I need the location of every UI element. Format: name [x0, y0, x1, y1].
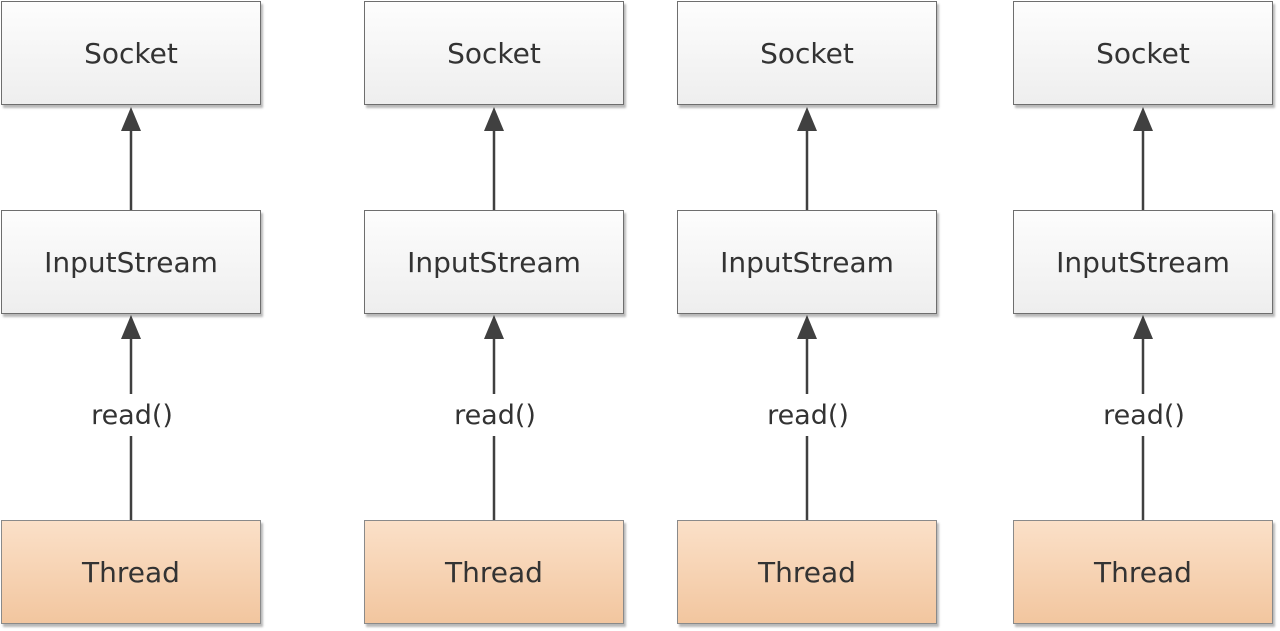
inputstream-label: InputStream [720, 245, 894, 279]
socket-box: Socket [1013, 1, 1273, 105]
arrowhead-inputstream [121, 315, 141, 339]
arrowhead-socket [121, 107, 141, 131]
inputstream-box: InputStream [1013, 210, 1273, 314]
socket-box: Socket [677, 1, 937, 105]
thread-box: Thread [364, 520, 624, 624]
thread-label: Thread [758, 555, 856, 589]
inputstream-box: InputStream [1, 210, 261, 314]
arrowhead-socket [1133, 107, 1153, 131]
socket-label: Socket [447, 36, 541, 70]
arrowhead-socket [484, 107, 504, 131]
socket-reader-column-3: Socket InputStream read() Thread [677, 0, 939, 631]
inputstream-label: InputStream [1056, 245, 1230, 279]
socket-label: Socket [1096, 36, 1190, 70]
inputstream-box: InputStream [364, 210, 624, 314]
arrowhead-inputstream [797, 315, 817, 339]
socket-reader-column-2: Socket InputStream read() Thread [364, 0, 626, 631]
thread-box: Thread [1013, 520, 1273, 624]
thread-label: Thread [1094, 555, 1192, 589]
thread-box: Thread [1, 520, 261, 624]
socket-label: Socket [760, 36, 854, 70]
arrowhead-inputstream [1133, 315, 1153, 339]
thread-label: Thread [82, 555, 180, 589]
read-call-label: read() [758, 394, 858, 436]
socket-label: Socket [84, 36, 178, 70]
read-call-label: read() [82, 394, 182, 436]
inputstream-box: InputStream [677, 210, 937, 314]
socket-box: Socket [1, 1, 261, 105]
inputstream-label: InputStream [407, 245, 581, 279]
thread-box: Thread [677, 520, 937, 624]
inputstream-label: InputStream [44, 245, 218, 279]
socket-reader-column-1: Socket InputStream read() Thread [1, 0, 263, 631]
read-call-label: read() [445, 394, 545, 436]
socket-box: Socket [364, 1, 624, 105]
arrowhead-socket [797, 107, 817, 131]
socket-reader-column-4: Socket InputStream read() Thread [1013, 0, 1275, 631]
thread-label: Thread [445, 555, 543, 589]
read-call-label: read() [1094, 394, 1194, 436]
arrowhead-inputstream [484, 315, 504, 339]
